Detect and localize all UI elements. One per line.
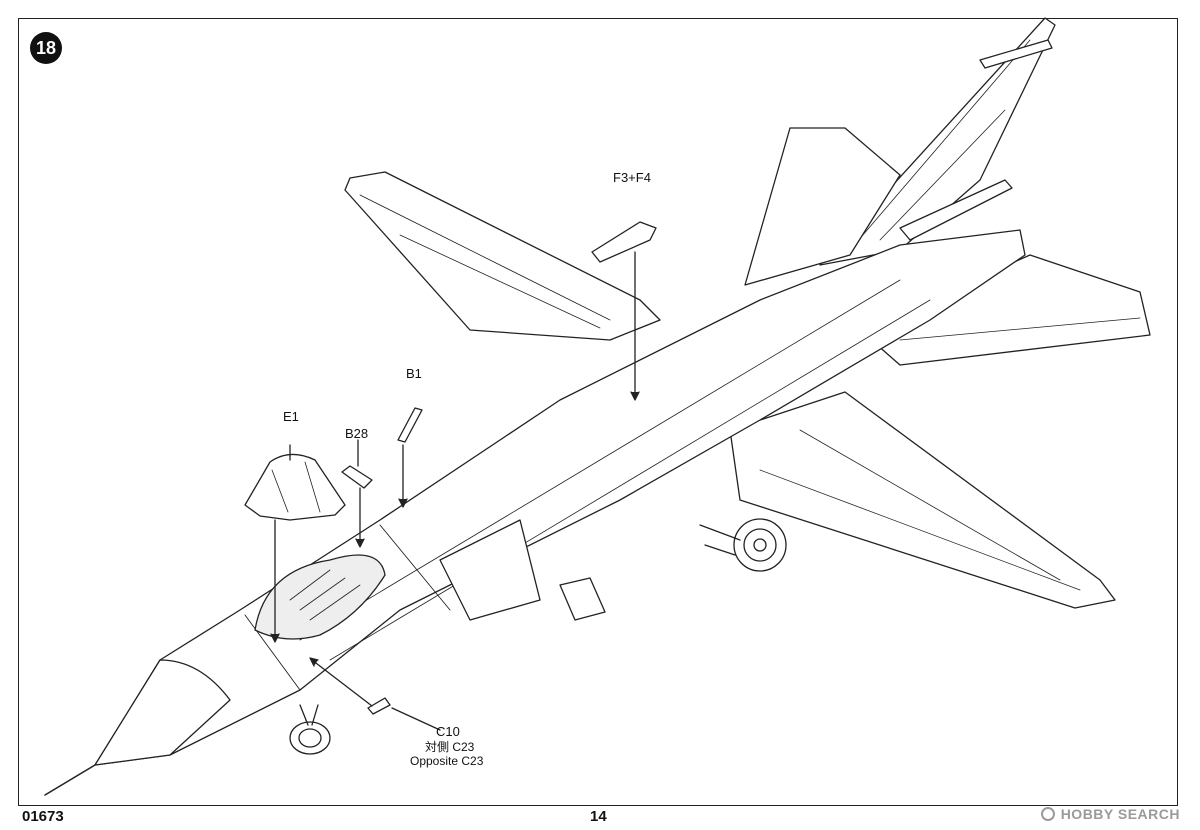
step-number-badge: 18 [30, 32, 62, 64]
pitot-probe [44, 764, 96, 796]
part-c10-shape [367, 697, 391, 715]
nose-landing-gear [289, 704, 331, 755]
watermark-text: HOBBY SEARCH [1060, 806, 1180, 822]
part-label-e1: E1 [283, 409, 299, 424]
left-wing [344, 171, 661, 341]
watermark-logo-icon [1040, 807, 1055, 821]
page-number: 14 [590, 808, 607, 825]
part-e1-shape [244, 453, 346, 521]
right-wing [729, 391, 1116, 609]
kit-code: 01673 [22, 808, 64, 825]
left-stabilizer [744, 127, 901, 286]
part-label-f3f4: F3+F4 [613, 170, 651, 185]
part-label-c10: C10 [436, 724, 460, 739]
part-b1-shape [397, 407, 423, 443]
nose-cone [94, 659, 231, 766]
leader-c10-label [391, 707, 441, 731]
note-opposite-en: Opposite C23 [410, 754, 484, 768]
part-b28-shape [341, 465, 373, 489]
cockpit-opening [254, 554, 386, 640]
note-opposite-jp: 対側 C23 [425, 740, 475, 754]
part-label-b1: B1 [406, 366, 422, 381]
leader-c10 [311, 659, 373, 707]
main-landing-gear [699, 518, 787, 572]
watermark: HOBBY SEARCH [1040, 806, 1180, 822]
air-intake [439, 519, 541, 621]
wing-pylon-store [899, 179, 1013, 241]
instruction-frame [18, 18, 1178, 806]
ventral-fin [559, 577, 606, 621]
part-label-b28: B28 [345, 426, 369, 441]
part-f3f4-shape [591, 221, 657, 263]
